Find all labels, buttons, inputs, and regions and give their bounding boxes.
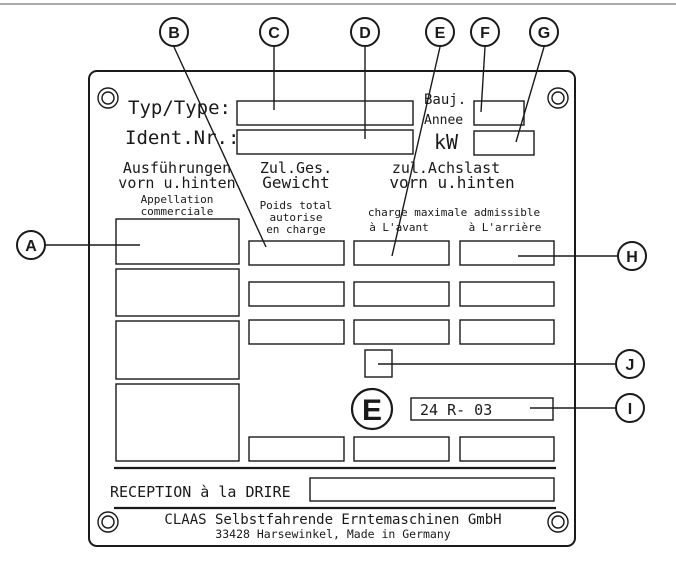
total-weight-box-2 [248,281,345,307]
callout-h-label: H [626,249,638,266]
callout-i: I [615,393,645,423]
mounting-hole-bottom-right [547,511,569,533]
mounting-hole-top-right [547,87,569,109]
leader-lines [44,46,618,409]
leader-b [173,46,267,248]
col1-header-line1: Ausführungen [123,159,231,177]
front-axle-box-3 [353,319,450,345]
mounting-hole-top-left [97,87,119,109]
e-mark-logo: E [350,387,394,431]
leader-g [515,46,545,143]
reception-label: RECEPTION à la DRIRE [110,483,291,501]
col2-sub-line1: Poids total [260,199,333,212]
ident-field [236,129,414,155]
col2-sub-line3: en charge [266,223,326,236]
reception-field [309,477,555,502]
callout-j: J [615,349,645,379]
callout-a: A [16,230,46,260]
total-weight-box-4 [248,436,345,462]
callout-a-label: A [25,238,37,255]
callout-f: F [470,17,500,47]
approval-number-field [410,397,554,421]
designation-box-3 [115,320,240,380]
front-axle-box-1 [353,240,450,266]
rear-axle-box-4 [459,436,555,462]
designation-box-4 [115,383,240,462]
year-label: Bauj. [424,92,466,108]
col1-sub-line2: commerciale [141,205,214,218]
type-label: Typ/Type: [128,97,231,119]
manufacturer-name: CLAAS Selbstfahrende Erntemaschinen GmbH [164,512,501,528]
leader-e [391,46,441,257]
front-axle-box-2 [353,281,450,307]
callout-f-label: F [480,25,490,42]
rear-axle-box-1 [459,240,555,266]
callout-b-label: B [168,25,180,42]
leader-f [480,46,486,113]
e-mark-letter: E [362,394,382,427]
col4-sub: à L'arrière [469,221,542,234]
callout-e-label: E [435,25,446,42]
callout-d-label: D [359,25,371,42]
col34-header-line2: vorn u.hinten [389,173,514,192]
callout-j-label: J [626,357,635,374]
annee-label: Annee [424,113,463,128]
callout-e: E [425,17,455,47]
callout-d: D [350,17,380,47]
approval-number: 24 R- 03 [420,401,492,419]
rear-axle-box-2 [459,281,555,307]
front-axle-box-4 [353,436,450,462]
col2-header-line2: Gewicht [262,173,329,192]
kw-field [473,130,535,156]
designation-box-1 [115,218,240,265]
rear-axle-box-3 [459,319,555,345]
kw-label: kW [434,130,459,154]
total-weight-box-1 [248,240,345,266]
col1-header-line2: vorn u.hinten [118,174,235,192]
callout-c: C [259,17,289,47]
col1-sub-line1: Appellation [141,193,214,206]
callout-g: G [529,17,559,47]
callout-b: B [159,17,189,47]
mounting-hole-bottom-left [97,511,119,533]
callout-c-label: C [268,25,280,42]
manufacturer-address: 33428 Harsewinkel, Made in Germany [215,527,450,541]
callout-i-label: I [628,401,632,418]
callout-g-label: G [538,25,550,42]
total-weight-box-3 [248,319,345,345]
callout-h: H [617,241,647,271]
designation-box-2 [115,268,240,317]
col34-header-line1: zul.Achslast [392,159,500,177]
ident-label: Ident.Nr.: [125,127,239,149]
col34-sub: charge maximale admissible [368,206,540,219]
col2-sub-line2: autorise [270,211,323,224]
type-field [236,100,414,126]
col2-header-line1: Zul.Ges. [260,159,332,177]
